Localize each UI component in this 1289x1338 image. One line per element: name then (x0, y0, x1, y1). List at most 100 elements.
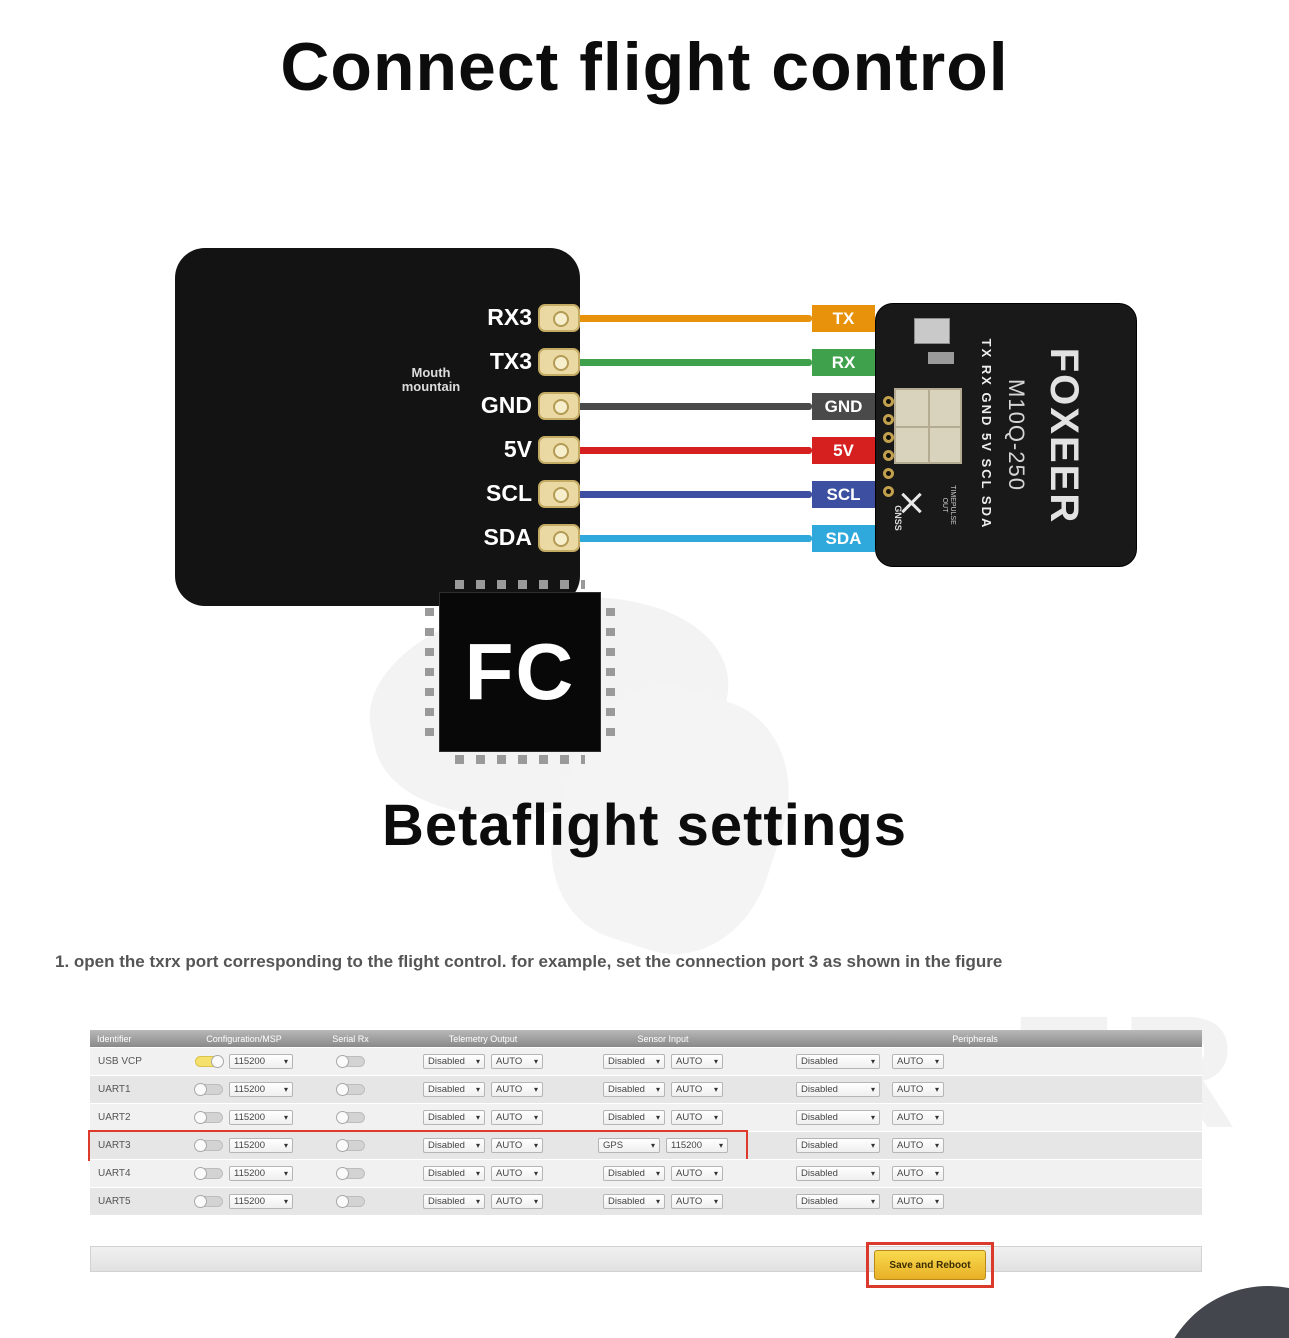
table-header-cell: Identifier (97, 1033, 132, 1044)
peripherals-mode-select[interactable]: Disabled▾ (796, 1082, 880, 1097)
chevron-down-icon: ▾ (533, 1113, 538, 1122)
save-and-reboot-button[interactable]: Save and Reboot (874, 1250, 986, 1280)
chevron-down-icon: ▾ (475, 1169, 480, 1178)
telemetry-mode-select[interactable]: Disabled▾ (423, 1110, 485, 1125)
peripherals-mode-select-value: Disabled (801, 1196, 838, 1207)
peripherals-baud-select[interactable]: AUTO▾ (892, 1194, 944, 1209)
telemetry-baud-select-value: AUTO (496, 1168, 523, 1179)
peripherals-mode-select-value: Disabled (801, 1084, 838, 1095)
telemetry-mode-select[interactable]: Disabled▾ (423, 1054, 485, 1069)
peripherals-baud-select[interactable]: AUTO▾ (892, 1110, 944, 1125)
chevron-down-icon: ▾ (713, 1113, 718, 1122)
sensor-baud-select[interactable]: AUTO▾ (671, 1054, 723, 1069)
peripherals-cell: Disabled▾ AUTO▾ (748, 1104, 1202, 1131)
gps-pin-hole (883, 486, 894, 497)
peripherals-mode-select[interactable]: Disabled▾ (796, 1138, 880, 1153)
baud-select[interactable]: 115200▾ (229, 1138, 293, 1153)
peripherals-baud-select-value: AUTO (897, 1112, 924, 1123)
sensor-mode-select[interactable]: Disabled▾ (603, 1194, 665, 1209)
sensor-input-cell: Disabled▾ AUTO▾ (578, 1048, 748, 1075)
telemetry-baud-select[interactable]: AUTO▾ (491, 1138, 543, 1153)
telemetry-mode-select[interactable]: Disabled▾ (423, 1082, 485, 1097)
msp-toggle[interactable] (194, 1195, 223, 1208)
serial-rx-toggle[interactable] (335, 1083, 365, 1096)
telemetry-baud-select[interactable]: AUTO▾ (491, 1110, 543, 1125)
serial-rx-toggle[interactable] (335, 1111, 365, 1124)
fc-pin-label: RX3 (487, 304, 532, 330)
wire-endpoint-label: SCL (812, 481, 875, 508)
telemetry-mode-select-value: Disabled (428, 1140, 465, 1151)
sensor-mode-select[interactable]: Disabled▾ (603, 1110, 665, 1125)
msp-toggle[interactable] (195, 1055, 224, 1068)
peripherals-mode-select[interactable]: Disabled▾ (796, 1166, 880, 1181)
sensor-baud-select[interactable]: AUTO▾ (671, 1166, 723, 1181)
sensor-mode-select[interactable]: GPS▾ (598, 1138, 660, 1153)
telemetry-baud-select[interactable]: AUTO▾ (491, 1194, 543, 1209)
port-row: UART3 115200▾ Disabled▾ AUTO▾ GPS▾ 115200▾ Dis… (88, 1130, 1202, 1161)
serial-rx-toggle[interactable] (335, 1167, 365, 1180)
chevron-down-icon: ▾ (533, 1197, 538, 1206)
sensor-baud-select[interactable]: 115200▾ (666, 1138, 728, 1153)
peripherals-mode-select[interactable]: Disabled▾ (796, 1194, 880, 1209)
serial-rx-toggle[interactable] (335, 1139, 365, 1152)
wire-5v (562, 447, 812, 454)
peripherals-baud-select[interactable]: AUTO▾ (892, 1082, 944, 1097)
baud-select[interactable]: 115200▾ (229, 1194, 293, 1209)
port-identifier: UART3 (98, 1140, 131, 1151)
baud-select[interactable]: 115200▾ (229, 1166, 293, 1181)
msp-toggle[interactable] (194, 1111, 223, 1124)
toggle-knob (211, 1055, 224, 1068)
peripherals-baud-select[interactable]: AUTO▾ (892, 1166, 944, 1181)
sensor-baud-select-value: AUTO (676, 1168, 703, 1179)
telemetry-mode-select-value: Disabled (428, 1112, 465, 1123)
peripherals-mode-select[interactable]: Disabled▾ (796, 1110, 880, 1125)
chevron-down-icon: ▾ (475, 1085, 480, 1094)
peripherals-baud-select-value: AUTO (897, 1168, 924, 1179)
port-identifier: USB VCP (98, 1056, 142, 1067)
telemetry-baud-select[interactable]: AUTO▾ (491, 1082, 543, 1097)
telemetry-baud-select[interactable]: AUTO▾ (491, 1166, 543, 1181)
peripherals-baud-select[interactable]: AUTO▾ (892, 1054, 944, 1069)
baud-select[interactable]: 115200▾ (229, 1082, 293, 1097)
gps-gnss-label: GNSS (893, 505, 903, 531)
telemetry-mode-select[interactable]: Disabled▾ (423, 1138, 485, 1153)
telemetry-baud-select-value: AUTO (496, 1084, 523, 1095)
peripherals-mode-select[interactable]: Disabled▾ (796, 1054, 880, 1069)
sensor-baud-select[interactable]: AUTO▾ (671, 1110, 723, 1125)
msp-toggle[interactable] (194, 1083, 223, 1096)
fc-board: FC (175, 248, 615, 764)
gps-pin-hole (883, 396, 894, 407)
table-header-cell: Serial Rx (332, 1033, 369, 1044)
wire-scl (562, 491, 812, 498)
sensor-baud-select[interactable]: AUTO▾ (671, 1082, 723, 1097)
chevron-down-icon: ▾ (934, 1085, 939, 1094)
configuration-msp-cell: 115200▾ (175, 1160, 313, 1187)
baud-select[interactable]: 115200▾ (229, 1054, 293, 1069)
peripherals-baud-select[interactable]: AUTO▾ (892, 1138, 944, 1153)
table-header-cell: Sensor Input (637, 1033, 689, 1044)
telemetry-mode-select-value: Disabled (428, 1168, 465, 1179)
telemetry-baud-select[interactable]: AUTO▾ (491, 1054, 543, 1069)
msp-toggle[interactable] (194, 1167, 223, 1180)
gps-pin-hole (883, 432, 894, 443)
sensor-mode-select-value: Disabled (608, 1056, 645, 1067)
sensor-baud-select[interactable]: AUTO▾ (671, 1194, 723, 1209)
sensor-mode-select[interactable]: Disabled▾ (603, 1054, 665, 1069)
sensor-mode-select[interactable]: Disabled▾ (603, 1082, 665, 1097)
telemetry-mode-select[interactable]: Disabled▾ (423, 1194, 485, 1209)
sensor-mode-select-value: Disabled (608, 1168, 645, 1179)
telemetry-mode-select[interactable]: Disabled ▾ (423, 1166, 485, 1181)
serial-rx-cell (313, 1048, 388, 1075)
gps-pin-hole (883, 450, 894, 461)
serial-rx-toggle[interactable] (335, 1195, 365, 1208)
baud-select[interactable]: 115200▾ (229, 1110, 293, 1125)
chip-pins-icon (455, 755, 585, 764)
configuration-msp-cell: 115200▾ (175, 1104, 313, 1131)
fc-pin-pad (538, 480, 580, 508)
msp-toggle[interactable] (194, 1139, 223, 1152)
sensor-mode-select[interactable]: Disabled▾ (603, 1166, 665, 1181)
telemetry-output-cell: Disabled▾ AUTO▾ (388, 1132, 578, 1159)
page-title: Connect flight control (280, 29, 1009, 105)
serial-rx-toggle[interactable] (335, 1055, 365, 1068)
